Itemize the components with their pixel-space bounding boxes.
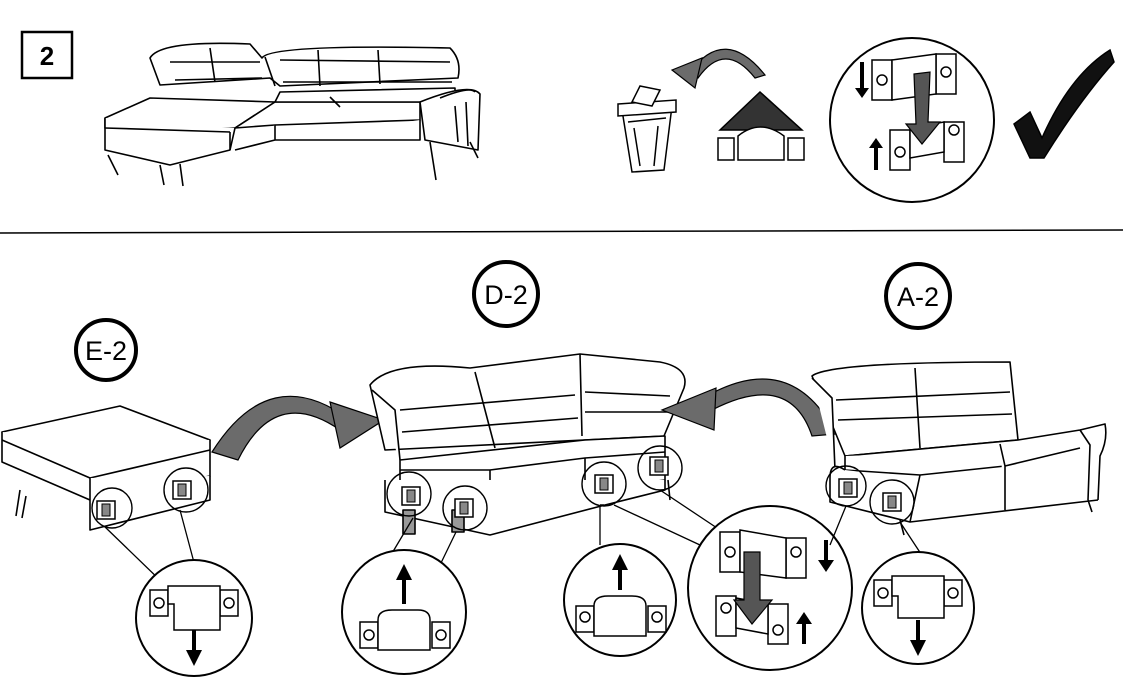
flipped-module-icon — [717, 90, 805, 161]
module-label-d2: D-2 — [472, 260, 540, 328]
module-label-text: D-2 — [484, 280, 528, 310]
connector-detail-a2 — [861, 551, 975, 665]
connector-detail-center — [687, 505, 853, 671]
check-mark-icon — [1013, 48, 1115, 159]
step-number: 2 — [40, 41, 54, 71]
module-label-text: A-2 — [897, 282, 939, 312]
connector-detail-top — [829, 37, 995, 203]
trash-bin-icon — [617, 85, 677, 173]
module-label-text: E-2 — [85, 336, 127, 366]
connector-detail-d2-left — [341, 549, 467, 675]
attach-arrow-right — [660, 378, 837, 437]
module-d2-illustration — [369, 353, 686, 536]
module-e2-illustration — [1, 405, 211, 531]
rotate-arrow-icon — [670, 48, 767, 90]
connector-detail-d2-right — [563, 543, 677, 657]
module-a2-illustration — [811, 361, 1107, 536]
connector-detail-e2 — [135, 559, 253, 677]
module-label-e2: E-2 — [74, 318, 138, 382]
section-divider — [0, 229, 1123, 234]
d2-connector-spots — [384, 445, 721, 566]
step-badge: 2 — [20, 30, 74, 80]
module-label-a2: A-2 — [884, 262, 952, 330]
attach-arrow-left — [211, 395, 386, 461]
assembled-sofa-illustration — [104, 42, 481, 187]
